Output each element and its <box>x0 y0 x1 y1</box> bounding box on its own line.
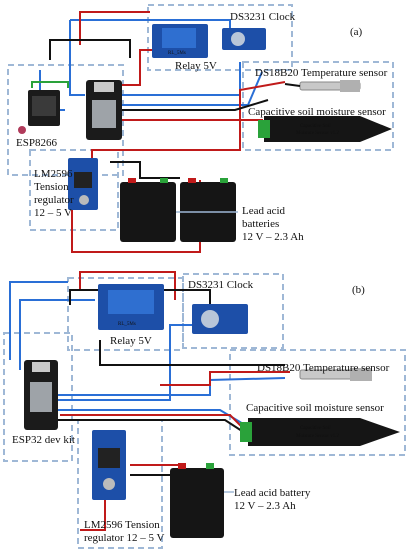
wire-black-b2 <box>55 419 246 434</box>
panel-b-tag: (b) <box>352 284 365 296</box>
soil-label-a: Capacitive soil moisture sensor <box>248 106 386 118</box>
regulator-label-a: LM2596 Tension regulator 12 – 5 V <box>34 168 76 219</box>
temp-probe-a <box>284 80 361 92</box>
wire-blue-a5 <box>120 71 263 106</box>
soil-label-b: Capacitive soil moisture sensor <box>246 402 384 414</box>
soil-sensor-b: Capacitive Soil Moisture Sensor v1.2 <box>240 418 400 446</box>
relay-box-b <box>67 277 184 351</box>
svg-text:Moisture Sensor v1.2: Moisture Sensor v1.2 <box>296 131 339 136</box>
wire-red-b1 <box>79 271 176 300</box>
temp-label-b: DS18B20 Temperature sensor <box>257 362 390 374</box>
svg-text:RL_5Ms: RL_5Ms <box>168 51 186 56</box>
wire-blue-b5 <box>50 377 286 396</box>
temp-probe-b <box>299 368 372 381</box>
relay-label-a: Relay 5V <box>175 60 217 72</box>
wire-blue-a2 <box>70 19 231 28</box>
esp32-board <box>24 360 58 430</box>
wire-black-a3 <box>110 161 180 179</box>
wire-blue-b1 <box>9 281 68 360</box>
clock-label-b: DS3231 Clock <box>188 279 254 291</box>
battery-label-b: Lead acid battery 12 V – 2.3 Ah <box>234 487 313 512</box>
wire-blue-b2 <box>19 299 95 370</box>
relay-module-a: RL_5Ms <box>152 24 208 58</box>
lm2596-module-a <box>68 158 98 210</box>
wire-green-a1 <box>31 81 69 88</box>
wire-red-b2 <box>60 414 246 431</box>
wire-black-a2 <box>120 99 269 111</box>
regulator-label-b: LM2596 Tension regulator 12 – 5 V <box>84 519 165 544</box>
wire-blue-b3 <box>50 324 195 401</box>
relay-box-a <box>147 4 293 71</box>
svg-text:Capacitive Soil: Capacitive Soil <box>300 426 331 431</box>
batteries-a <box>120 178 238 242</box>
temp-label-a: DS18B20 Temperature sensor <box>255 67 388 79</box>
wire-red-a1 <box>79 11 150 45</box>
battery-label-a: Lead acid batteries 12 V – 2.3 Ah <box>242 205 304 243</box>
svg-text:Capacitive Soil: Capacitive Soil <box>300 124 331 129</box>
wire-red-a2 <box>110 49 160 86</box>
wire-blue-a1 <box>69 20 85 96</box>
svg-text:Moisture Sensor v1.2: Moisture Sensor v1.2 <box>296 434 339 439</box>
mcu-board-a <box>86 80 122 140</box>
wire-black-b4 <box>99 340 285 366</box>
mcu-label-a: ESP8266 <box>16 137 57 149</box>
mcu-box-b <box>3 332 73 462</box>
panel-a-tag: (a) <box>350 26 363 38</box>
svg-text:RL_5Ms: RL_5Ms <box>118 322 136 327</box>
regulator-box-a <box>29 149 119 231</box>
panel-b: RL_5Ms Capacitive Soil Moisture Sensor v… <box>3 271 406 549</box>
clock-box-b <box>182 273 284 349</box>
relay-module-b: RL_5Ms <box>98 284 164 330</box>
ds3231-module-b <box>192 304 248 334</box>
battery-b <box>170 463 234 538</box>
panel-a: RL_5Ms Capacitive Soil Moisture Sensor v… <box>7 4 394 253</box>
ds3231-module-a <box>222 28 266 50</box>
clock-label-a: DS3231 Clock <box>230 11 296 23</box>
soil-sensor-a: Capacitive Soil Moisture Sensor v1.2 <box>258 116 392 142</box>
mcu-label-b: ESP32 dev kit <box>12 434 75 446</box>
wire-red-b5 <box>160 371 290 386</box>
esp8266-module <box>18 90 60 134</box>
lm2596-module-b <box>92 430 126 500</box>
wire-black-a1 <box>49 39 131 60</box>
wire-blue-b4 <box>55 409 246 426</box>
relay-label-b: Relay 5V <box>110 335 152 347</box>
